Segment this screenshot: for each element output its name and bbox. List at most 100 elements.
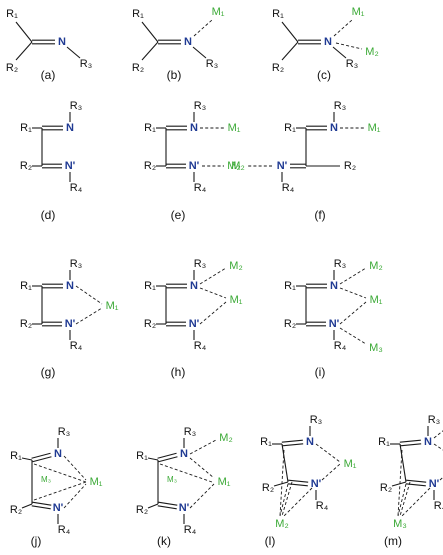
substituent-r4: R₄ bbox=[58, 524, 71, 536]
bond-line bbox=[281, 443, 289, 483]
bond-line bbox=[399, 439, 421, 443]
metal-m1: M₁ bbox=[212, 6, 225, 18]
metal-m2: M₂ bbox=[365, 46, 378, 58]
coordination-bond bbox=[397, 483, 407, 517]
substituent-r2: R₂ bbox=[6, 62, 18, 74]
substituent-r4: R₄ bbox=[184, 524, 197, 536]
substituent-r2: R₂ bbox=[344, 160, 356, 172]
bond-line bbox=[406, 479, 427, 483]
bond-line bbox=[15, 41, 33, 61]
coordination-bond bbox=[335, 42, 363, 50]
coordination-bond bbox=[75, 307, 103, 325]
bond-line bbox=[405, 483, 426, 487]
metal-m1: M₁ bbox=[368, 122, 381, 134]
coordination-bond bbox=[279, 449, 285, 517]
metal-m2: M₂ bbox=[219, 432, 232, 444]
coordination-bond bbox=[199, 287, 227, 299]
substituent-r1: R₁ bbox=[144, 280, 156, 292]
coordination-bond bbox=[339, 287, 367, 299]
substituent-r1: R₁ bbox=[132, 8, 144, 20]
substituent-r4: R₄ bbox=[316, 500, 329, 512]
substituent-r4: R₄ bbox=[70, 340, 83, 352]
coordination-bond bbox=[401, 487, 431, 517]
nitrogen-prime-atom: N' bbox=[429, 478, 440, 490]
bond-line bbox=[281, 41, 299, 61]
bond-line bbox=[400, 443, 422, 447]
caption-l: (l) bbox=[265, 534, 276, 548]
nitrogen-prime-atom: N' bbox=[189, 160, 200, 172]
nitrogen-atom: N bbox=[66, 280, 74, 292]
nitrogen-atom: N bbox=[306, 436, 314, 448]
metal-m3: M₃ bbox=[167, 475, 177, 484]
coordination-bond bbox=[159, 463, 213, 483]
substituent-r4: R₄ bbox=[70, 182, 83, 194]
bond-line bbox=[192, 46, 207, 59]
bond-line bbox=[31, 452, 51, 459]
nitrogen-atom: N bbox=[330, 280, 338, 292]
caption-m: (m) bbox=[384, 534, 402, 548]
substituent-r4: R₄ bbox=[282, 182, 295, 194]
bond-line bbox=[158, 501, 178, 506]
coordination-bond bbox=[193, 19, 213, 37]
bond-line bbox=[15, 21, 33, 43]
coordination-bond bbox=[189, 457, 215, 479]
bond-line bbox=[32, 501, 52, 506]
nitrogen-atom: N bbox=[184, 36, 192, 48]
nitrogen-prime-atom: N' bbox=[329, 318, 340, 330]
substituent-r3: R₃ bbox=[194, 258, 206, 270]
metal-m1: M₁ bbox=[90, 476, 103, 488]
nitrogen-atom: N bbox=[190, 122, 198, 134]
bond-line bbox=[157, 452, 177, 459]
coordination-bond bbox=[189, 483, 215, 509]
bond-line bbox=[273, 481, 289, 487]
substituent-r1: R₁ bbox=[136, 450, 148, 462]
coordination-bond bbox=[283, 487, 313, 517]
substituent-r2: R₂ bbox=[10, 504, 22, 516]
bond-line bbox=[158, 456, 178, 463]
bond-line bbox=[21, 457, 33, 461]
coordination-bond bbox=[189, 439, 217, 455]
bond-line bbox=[157, 505, 177, 510]
caption-b: (b) bbox=[167, 68, 182, 82]
nitrogen-atom: N bbox=[66, 122, 74, 134]
bond-line bbox=[141, 41, 159, 61]
caption-c: (c) bbox=[317, 68, 331, 82]
substituent-r3: R₃ bbox=[206, 58, 218, 70]
substituent-r2: R₂ bbox=[20, 160, 32, 172]
bond-line bbox=[31, 505, 51, 510]
substituent-r3: R₃ bbox=[70, 258, 82, 270]
caption-g: (g) bbox=[41, 365, 56, 379]
substituent-r1: R₁ bbox=[20, 280, 32, 292]
metal-m1: M₁ bbox=[230, 294, 243, 306]
metal-m2: M₂ bbox=[369, 260, 382, 272]
coordination-bond bbox=[339, 267, 367, 285]
caption-a: (a) bbox=[41, 68, 56, 82]
nitrogen-atom: N bbox=[180, 448, 188, 460]
bond-line bbox=[21, 503, 33, 509]
substituent-r2: R₂ bbox=[380, 482, 392, 494]
nitrogen-prime-atom: N' bbox=[53, 502, 64, 514]
metal-m1: M₁ bbox=[228, 122, 241, 134]
coordination-bond bbox=[315, 443, 341, 463]
bond-line bbox=[141, 21, 159, 43]
nitrogen-prime-atom: N' bbox=[65, 160, 76, 172]
bond-line bbox=[399, 443, 407, 483]
coordination-bond bbox=[339, 301, 367, 325]
nitrogen-prime-atom: N' bbox=[179, 502, 190, 514]
metal-m1: M₁ bbox=[106, 300, 119, 312]
substituent-r1: R₁ bbox=[284, 122, 296, 134]
nitrogen-atom: N bbox=[190, 280, 198, 292]
metal-m1: M₁ bbox=[344, 458, 357, 470]
metal-m3: M₃ bbox=[41, 475, 51, 484]
bond-line bbox=[147, 457, 159, 461]
metal-m3: M₃ bbox=[369, 342, 383, 354]
coordination-bond bbox=[75, 285, 103, 305]
